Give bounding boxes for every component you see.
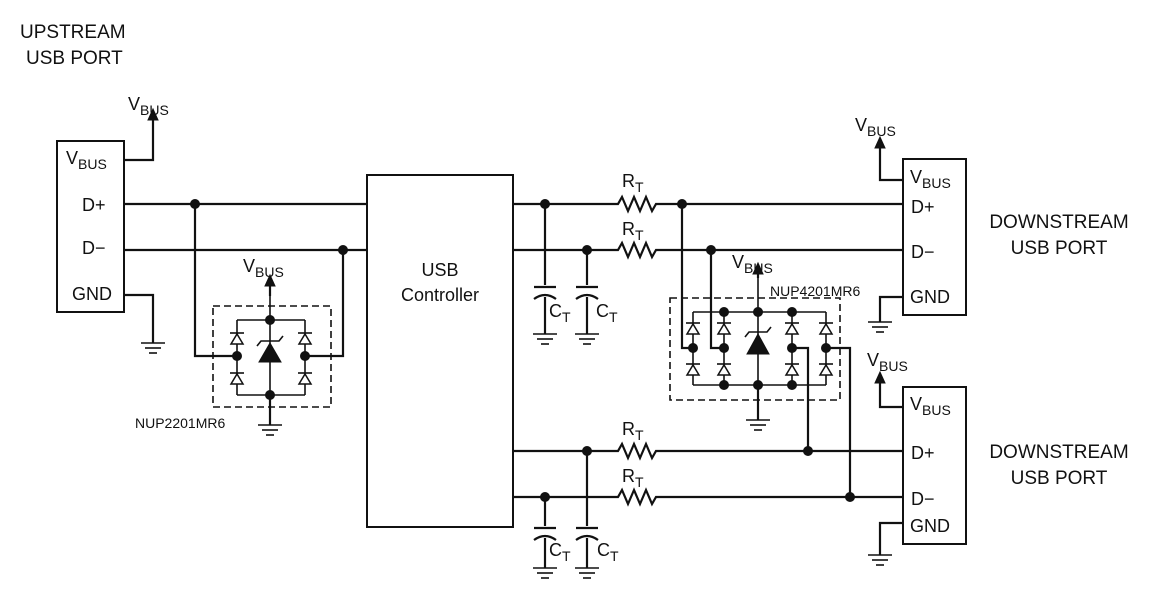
zener-diode-icon xyxy=(256,335,284,363)
ground-icon xyxy=(257,424,283,436)
ds2-dplus-pin-label: D+ xyxy=(911,443,935,463)
nup2201-vbus-label: VBUS xyxy=(243,256,284,280)
nup4201-protection-device xyxy=(669,199,852,497)
ds2-vbus-pin-label: VBUS xyxy=(910,394,951,418)
ds1-dplus-pin-label: D+ xyxy=(911,197,935,217)
upstream-vbus-wire xyxy=(124,118,155,162)
resistor-label: RT xyxy=(622,219,644,243)
resistor-icon xyxy=(611,241,663,259)
upstream-port-title: UPSTREAM USB PORT xyxy=(20,22,126,69)
capacitor-label: CT xyxy=(597,540,619,564)
ds2-title-line2: USB PORT xyxy=(1011,468,1108,489)
diode-icon xyxy=(784,363,800,376)
ds2-gnd-pin-label: GND xyxy=(910,516,950,536)
controller-label-line2: Controller xyxy=(401,285,479,305)
upstream-gnd-wire xyxy=(124,293,155,343)
ds2-vbus-wire xyxy=(878,380,903,409)
ds2-vbus-label: VBUS xyxy=(867,350,908,374)
diode-icon xyxy=(297,332,313,345)
diode-icon xyxy=(716,363,732,376)
upstream-vbus-label: VBUS xyxy=(128,94,169,118)
downstream2-port-connector xyxy=(902,386,967,545)
ground-icon xyxy=(574,567,600,579)
ds2-dminus-pin-label: D− xyxy=(911,489,935,509)
diode-icon xyxy=(685,363,701,376)
ground-icon xyxy=(574,333,600,345)
upstream-title-line1: UPSTREAM xyxy=(20,22,126,43)
ground-icon xyxy=(745,419,771,431)
ds1-vbus-label: VBUS xyxy=(855,115,896,139)
ds1-vbus-wire xyxy=(878,145,903,182)
upstream-dplus-pin-label: D+ xyxy=(82,195,106,215)
junction-dot xyxy=(803,446,813,456)
ground-icon xyxy=(867,554,893,566)
ds2-title-line1: DOWNSTREAM xyxy=(989,442,1128,463)
capacitor-label: CT xyxy=(549,301,571,325)
downstream1-port-connector xyxy=(902,158,967,316)
usb-controller-block xyxy=(366,174,514,528)
upstream-vbus-pin-label: VBUS xyxy=(66,148,107,172)
upstream-title-line2: USB PORT xyxy=(26,48,123,69)
resistor-label: RT xyxy=(622,419,644,443)
controller-label-line1: USB xyxy=(421,260,458,280)
ds1-gnd-pin-label: GND xyxy=(910,287,950,307)
ds1-vbus-pin-label: VBUS xyxy=(910,167,951,191)
ds1-gnd-wire xyxy=(878,295,903,322)
nup2201-part-label: NUP2201MR6 xyxy=(135,415,225,431)
ds2-gnd-wire xyxy=(878,521,903,555)
resistor-icon xyxy=(611,195,663,213)
resistor-icon xyxy=(611,442,663,460)
diode-icon xyxy=(716,322,732,335)
zener-diode-icon xyxy=(744,326,772,355)
ds1-dminus-pin-label: D− xyxy=(911,242,935,262)
ds1-title-line2: USB PORT xyxy=(1011,238,1108,259)
nup4201-part-label: NUP4201MR6 xyxy=(770,283,860,299)
diode-icon xyxy=(229,372,245,385)
ground-icon xyxy=(532,333,558,345)
diode-icon xyxy=(784,322,800,335)
capacitor-label: CT xyxy=(549,540,571,564)
ds1-title-line1: DOWNSTREAM xyxy=(989,212,1128,233)
upstream-gnd-pin-label: GND xyxy=(72,284,112,304)
upstream-dminus-pin-label: D− xyxy=(82,238,106,258)
capacitor-label: CT xyxy=(596,301,618,325)
resistor-icon xyxy=(611,488,663,506)
diode-icon xyxy=(229,332,245,345)
diode-icon xyxy=(685,322,701,335)
upstream-port-connector xyxy=(56,140,125,313)
diode-icon xyxy=(818,322,834,335)
upstream-ground-icon xyxy=(140,342,166,354)
ground-icon xyxy=(532,567,558,579)
ground-icon xyxy=(867,321,893,333)
junction-dot xyxy=(845,492,855,502)
nup4201-vbus-label: VBUS xyxy=(732,252,773,276)
diode-icon xyxy=(297,372,313,385)
nup2201-protection-device xyxy=(193,204,345,436)
resistor-label: RT xyxy=(622,466,644,490)
resistor-label: RT xyxy=(622,171,644,195)
diode-icon xyxy=(818,363,834,376)
